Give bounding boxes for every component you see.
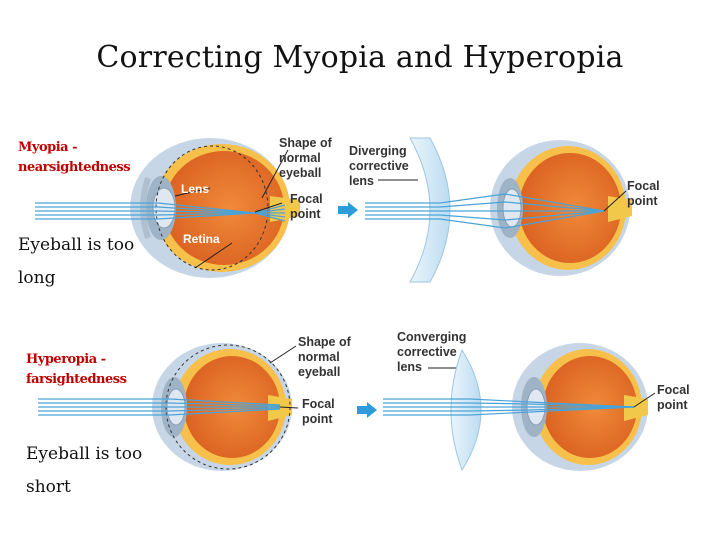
shape-normal-label-3: eyeball — [298, 365, 340, 379]
shape-normal-label-3: eyeball — [279, 166, 321, 180]
cornea — [140, 177, 151, 239]
shape-normal-label-2: normal — [298, 350, 340, 364]
converging-lens — [450, 348, 482, 472]
focal-label-2: point — [302, 412, 333, 426]
focal2-label-1: Focal — [627, 179, 660, 193]
myopia-corrected-eye: Diverging corrective lens Focal point — [349, 137, 660, 283]
hyperopia-note: Eyeball is too short — [26, 438, 142, 504]
focal2-label-2: point — [657, 398, 688, 412]
converging-label-1: Converging — [397, 330, 466, 344]
focal-label-1: Focal — [290, 192, 323, 206]
arrow-icon — [357, 402, 377, 418]
shape-normal-label-1: Shape of — [279, 136, 333, 150]
hyperopia-heading-line1: Hyperopia - — [26, 352, 106, 367]
myopia-note-line2: long — [18, 268, 56, 288]
converging-label-2: corrective — [397, 345, 457, 359]
focal2-label-1: Focal — [657, 383, 690, 397]
diverging-label-1: Diverging — [349, 144, 407, 158]
hyperopia-heading-line2: farsightedness — [26, 372, 127, 387]
retina-label: Retina — [183, 232, 220, 246]
myopia-rays — [35, 202, 286, 222]
corrected-rays — [365, 193, 605, 229]
diverging-lens — [409, 137, 451, 283]
shape-normal-label-1: Shape of — [298, 335, 352, 349]
myopia-heading-line1: Myopia - — [18, 140, 78, 155]
myopia-heading-line2: nearsightedness — [18, 160, 131, 175]
shape-normal-label-2: normal — [279, 151, 321, 165]
arrow-icon — [338, 202, 358, 218]
page-title: Correcting Myopia and Hyperopia — [96, 40, 624, 75]
myopia-uncorrected-eye: Lens Retina Shape of normal eyeball Foca… — [35, 136, 333, 278]
hyperopia-heading: Hyperopia - farsightedness — [26, 350, 127, 390]
myopia-leader-lines — [174, 149, 289, 269]
hyperopia-uncorrected-eye: Shape of normal eyeball Focal point — [38, 335, 352, 471]
corrected-rays — [383, 398, 635, 416]
myopia-heading: Myopia - nearsightedness — [18, 138, 131, 178]
hyperopia-rays — [38, 398, 281, 416]
vitreous-body — [164, 151, 284, 265]
focal2-label-2: point — [627, 194, 658, 208]
hyperopia-leader-lines — [269, 345, 299, 409]
myopia-note-line1: Eyeball is too — [18, 235, 135, 255]
hyperopia-note-line1: Eyeball is too — [26, 444, 143, 464]
diverging-label-2: corrective — [349, 159, 409, 173]
focal-label-2: point — [290, 207, 321, 221]
hyperopia-note-line2: short — [26, 477, 71, 497]
focal-label-1: Focal — [302, 397, 335, 411]
myopia-note: Eyeball is too long — [18, 229, 134, 295]
lens-label: Lens — [181, 182, 209, 196]
hyperopia-corrected-eye: Converging corrective lens Focal point — [383, 330, 690, 472]
diverging-label-3: lens — [349, 174, 374, 188]
converging-label-3: lens — [397, 360, 422, 374]
